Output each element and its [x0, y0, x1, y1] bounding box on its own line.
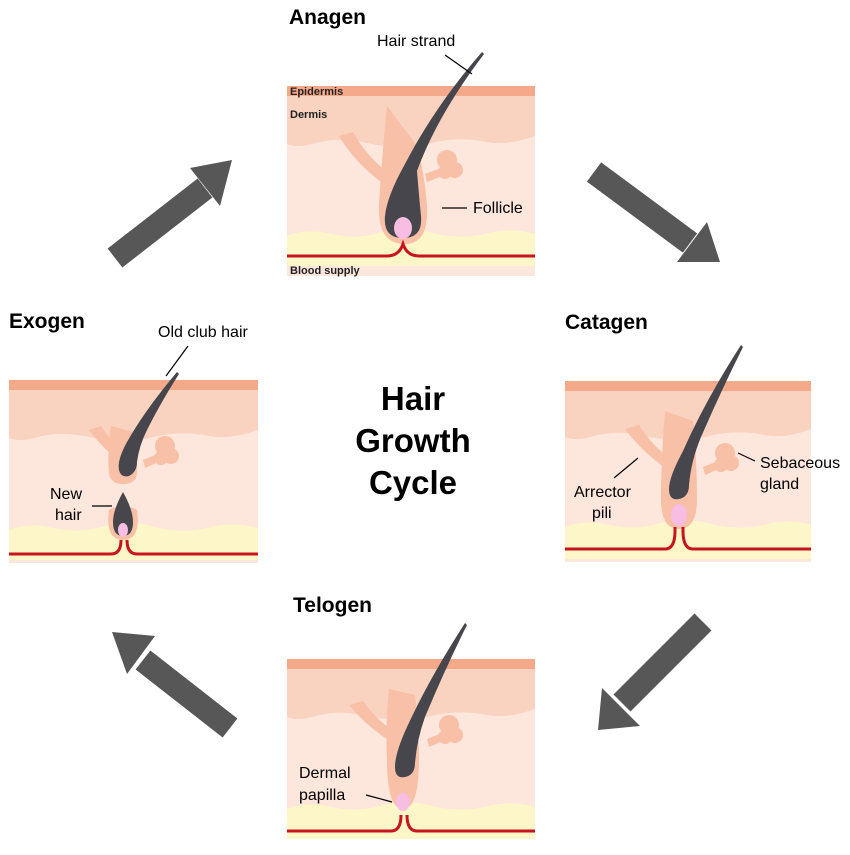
label-arrector-line-1: Arrector: [574, 484, 632, 501]
leader-arrector: [613, 457, 639, 479]
upper-dermis-band: [565, 390, 811, 440]
leader-old-club-hair: [165, 345, 189, 377]
epidermis-layer: [9, 380, 258, 390]
old-club-hair: [118, 372, 179, 477]
sebaceous-gland: [143, 436, 179, 468]
hair-strand: [384, 52, 484, 238]
epidermis-layer: [287, 86, 535, 96]
label-arrector-line-2: pili: [592, 505, 612, 522]
dermal-papilla: [118, 523, 128, 537]
label-new-hair-line-1: New: [50, 486, 82, 503]
upper-dermis-band: [287, 668, 535, 720]
label-dermal-papilla-line-1: Dermal: [299, 765, 351, 782]
center-title-line-2: Growth: [355, 422, 470, 459]
club-hair: [669, 345, 743, 500]
label-dermis: Dermis: [290, 109, 327, 121]
fat-layer: [287, 802, 535, 839]
label-follicle: Follicle: [473, 200, 523, 217]
center-title: Hair Growth Cycle: [355, 380, 470, 501]
arrector-pili-muscle: [625, 425, 673, 469]
stage-title-catagen: Catagen: [565, 311, 648, 334]
upper-dermis-band: [9, 389, 258, 441]
stage-anagen: Anagen Hair strand Epidermis De: [287, 6, 535, 277]
blood-vessel: [9, 539, 258, 556]
stage-catagen: Catagen Arrector pili Sebaceous gland: [565, 311, 840, 562]
sebaceous-gland: [425, 150, 463, 182]
sebaceous-gland: [427, 715, 463, 747]
arrow-telogen-to-exogen: [112, 632, 238, 738]
leader-dermal-papilla: [365, 794, 393, 803]
blood-vessel: [287, 239, 535, 258]
epidermis-layer: [565, 381, 811, 391]
cycle-arrows: [107, 160, 720, 738]
dermal-papilla: [671, 504, 687, 526]
stage-title-exogen: Exogen: [9, 310, 85, 333]
fat-layer: [9, 523, 258, 560]
sebaceous-gland: [703, 443, 739, 475]
label-dermal-papilla-line-2: papilla: [299, 787, 345, 804]
dermal-papilla: [396, 793, 410, 811]
label-blood-supply: Blood supply: [290, 265, 361, 277]
leader-sebaceous: [737, 452, 756, 462]
club-hair: [395, 623, 467, 778]
label-sebaceous-line-1: Sebaceous: [760, 455, 840, 472]
stage-telogen: Telogen Dermal papilla: [287, 594, 535, 839]
center-title-line-3: Cycle: [369, 464, 457, 501]
label-sebaceous-line-2: gland: [760, 476, 799, 493]
leader-hair-strand: [444, 54, 473, 75]
arrow-exogen-to-anagen: [107, 160, 232, 268]
label-epidermis: Epidermis: [290, 86, 343, 98]
blood-vessel: [287, 814, 535, 833]
label-new-hair-line-2: hair: [55, 507, 82, 524]
stage-exogen: Exogen Old club hair New hair: [9, 310, 258, 563]
new-hair: [113, 492, 133, 536]
arrow-catagen-to-telogen: [598, 613, 712, 730]
label-old-club-hair: Old club hair: [158, 324, 248, 341]
label-hair-strand: Hair strand: [377, 33, 455, 50]
center-title-line-1: Hair: [381, 380, 445, 417]
arrector-pili-muscle: [339, 132, 395, 186]
epidermis-layer: [287, 659, 535, 669]
stage-title-telogen: Telogen: [293, 594, 372, 617]
dermal-papilla: [394, 217, 412, 239]
stage-title-anagen: Anagen: [289, 6, 366, 29]
arrow-anagen-to-catagen: [586, 162, 720, 262]
blood-vessel: [565, 527, 811, 551]
